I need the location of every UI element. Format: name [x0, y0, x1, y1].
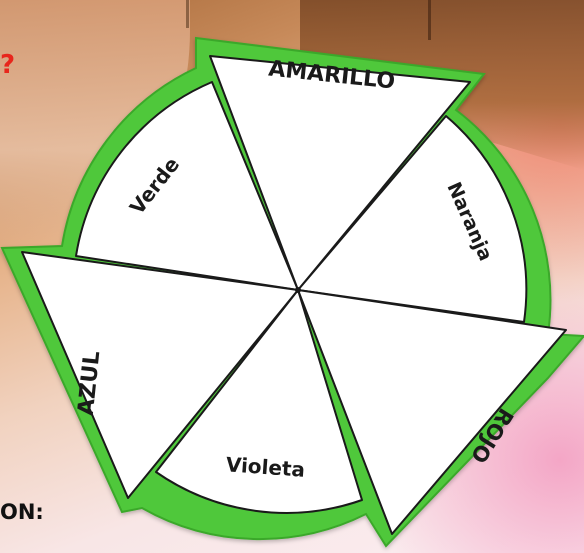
question-mark-fragment: ? [0, 50, 16, 80]
segment-azul[interactable] [21, 251, 299, 499]
bottom-label-fragment: ON: [0, 500, 44, 524]
background-rope-left [186, 0, 189, 28]
segment-label-violeta: Violeta [225, 452, 306, 481]
segment-amarillo[interactable] [209, 55, 471, 291]
segment-rojo[interactable] [297, 289, 567, 535]
segment-verde[interactable] [75, 81, 299, 291]
background-rope [428, 0, 431, 40]
wheel-center [295, 287, 301, 293]
segment-naranja[interactable] [297, 115, 528, 323]
segment-violeta[interactable] [155, 289, 363, 514]
